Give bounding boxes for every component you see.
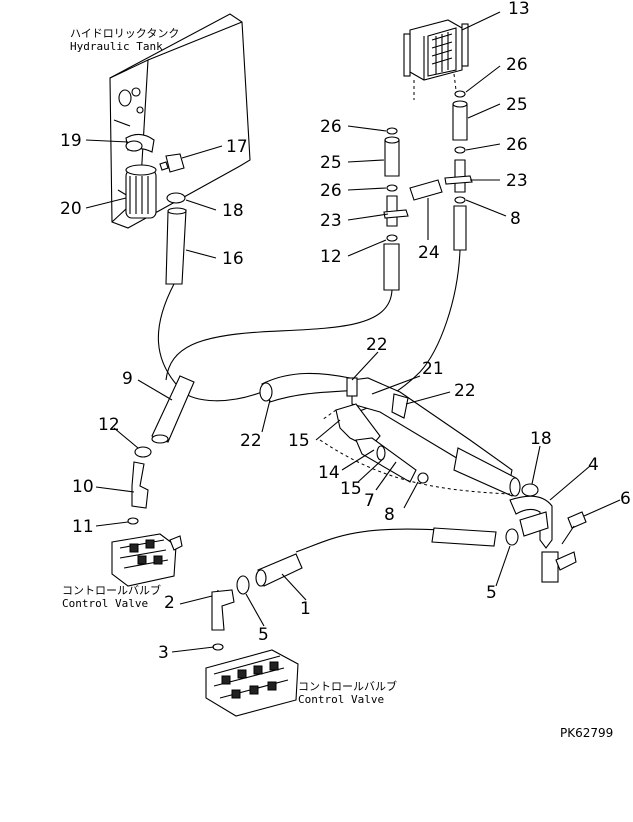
- cv-lower-caption-en: Control Valve: [298, 693, 384, 706]
- callout-10: 10: [72, 477, 94, 497]
- elbow-fitting-lower: [211, 589, 235, 631]
- suction-elbow: [159, 153, 185, 173]
- hose-9: [151, 375, 195, 444]
- hose-clamp-lower: [521, 483, 539, 497]
- callout-26: 26: [320, 117, 342, 137]
- callout-22: 22: [240, 431, 262, 451]
- control-valve-lower-caption: コントロールバルブ Control Valve: [298, 679, 397, 706]
- plug-lower: [417, 472, 429, 484]
- callout-22: 22: [454, 381, 476, 401]
- callout-2: 2: [164, 593, 175, 613]
- hose-clamp: [166, 192, 186, 204]
- pipe-bracket: [509, 495, 577, 583]
- callout-23: 23: [320, 211, 342, 231]
- callout-1: 1: [300, 599, 311, 619]
- callout-5: 5: [486, 583, 497, 603]
- suction-hose: [165, 207, 187, 285]
- callout-21: 21: [422, 359, 444, 379]
- control-valve-upper: [111, 533, 183, 587]
- callout-25: 25: [320, 153, 342, 173]
- callout-26: 26: [320, 181, 342, 201]
- o-ring-left: [134, 446, 152, 458]
- tank-elbow: [125, 133, 155, 153]
- return-hose: [255, 527, 497, 587]
- callout-8: 8: [384, 505, 395, 525]
- callout-12: 12: [98, 415, 120, 435]
- callout-18: 18: [222, 201, 244, 221]
- cooler-return-line: [409, 90, 473, 251]
- o-ring-lower: [212, 643, 224, 651]
- cv-upper-caption-jp: コントロールバルブ: [62, 583, 161, 597]
- control-valve-upper-caption: コントロールバルブ Control Valve: [62, 583, 161, 610]
- callout-23: 23: [506, 171, 528, 191]
- callout-26: 26: [506, 55, 528, 75]
- callout-7: 7: [364, 491, 375, 511]
- filter-element: [125, 164, 157, 219]
- callout-15: 15: [288, 431, 310, 451]
- clamp-right: [505, 528, 519, 546]
- callout-labels: 13 26 25 26 23 8 26 25 26 23 12 24 19 17…: [60, 0, 631, 663]
- oil-cooler: [403, 19, 469, 100]
- callout-16: 16: [222, 249, 244, 269]
- cooler-bypass-pipe: [409, 179, 443, 201]
- main-pipe-assembly: [259, 372, 521, 497]
- callout-12: 12: [320, 247, 342, 267]
- callout-19: 19: [60, 131, 82, 151]
- callout-25: 25: [506, 95, 528, 115]
- clamp-left: [236, 575, 250, 595]
- cooler-inlet-line: [383, 127, 409, 291]
- bolt: [561, 511, 587, 545]
- callout-3: 3: [158, 643, 169, 663]
- leader-lines: [85, 11, 621, 653]
- callout-20: 20: [60, 199, 82, 219]
- o-ring-small: [127, 517, 139, 525]
- callout-9: 9: [122, 369, 133, 389]
- cv-lower-caption-jp: コントロールバルブ: [298, 679, 397, 693]
- cv-upper-caption-en: Control Valve: [62, 597, 148, 610]
- callout-24: 24: [418, 243, 440, 263]
- callout-6: 6: [620, 489, 631, 509]
- callout-4: 4: [588, 455, 599, 475]
- callout-14: 14: [318, 463, 340, 483]
- callout-18: 18: [530, 429, 552, 449]
- control-valve-lower: [205, 649, 299, 717]
- callout-15: 15: [340, 479, 362, 499]
- callout-13: 13: [508, 0, 530, 19]
- tank-caption: ハイドロリックタンク Hydraulic Tank: [70, 27, 179, 53]
- drawing-code: PK62799: [560, 726, 613, 740]
- elbow-fitting-left: [131, 461, 149, 509]
- callout-26: 26: [506, 135, 528, 155]
- tank-caption-en: Hydraulic Tank: [70, 40, 163, 53]
- tank-caption-jp: ハイドロリックタンク: [70, 27, 179, 40]
- callout-22: 22: [366, 335, 388, 355]
- callout-17: 17: [226, 137, 248, 157]
- callout-8: 8: [510, 209, 521, 229]
- callout-11: 11: [72, 517, 94, 537]
- callout-5: 5: [258, 625, 269, 645]
